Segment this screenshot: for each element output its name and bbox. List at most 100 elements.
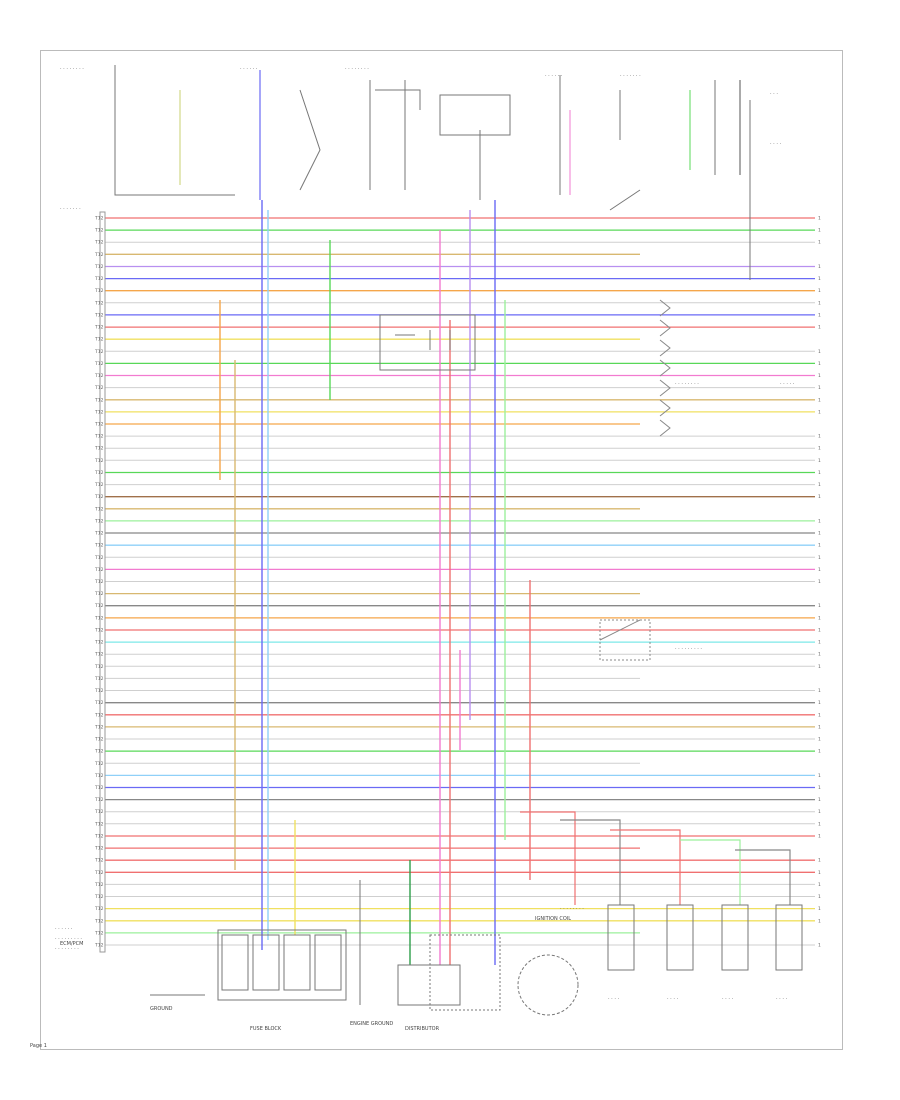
pin-label-right: 1 <box>818 821 821 827</box>
pin-label-right: 1 <box>818 906 821 912</box>
distributor-box <box>397 964 461 1006</box>
pin-label-left: T12 <box>94 482 104 488</box>
svg-text:· · · ·: · · · · <box>776 996 788 1002</box>
pin-label-left: T12 <box>94 724 104 730</box>
pin-label-left: T12 <box>94 870 104 876</box>
pin-label-right: 1 <box>818 737 821 743</box>
pin-label-right: 1 <box>818 567 821 573</box>
svg-text:· · · · · ·: · · · · · · <box>545 73 563 79</box>
pin-label-left: T12 <box>94 422 104 428</box>
fuse-block <box>217 929 347 1001</box>
pin-label-left: T12 <box>94 761 104 767</box>
pin-label-right: 1 <box>818 870 821 876</box>
pin-label-right: 1 <box>818 858 821 864</box>
ignition-coil-label: IGNITION COIL <box>535 916 571 922</box>
pin-label-left: T12 <box>94 337 104 343</box>
pin-label-left: T12 <box>94 918 104 924</box>
pin-label-left: T12 <box>94 821 104 827</box>
svg-text:· · · ·: · · · · <box>770 141 782 147</box>
pin-label-right: 1 <box>818 228 821 234</box>
pin-label-left: T12 <box>94 882 104 888</box>
pin-label-right: 1 <box>818 349 821 355</box>
pin-label-right: 1 <box>818 385 821 391</box>
pin-label-left: T12 <box>94 385 104 391</box>
pin-label-left: T12 <box>94 809 104 815</box>
pin-label-left: T12 <box>94 749 104 755</box>
wire-sensor-feed <box>680 839 741 905</box>
pin-label-right: 1 <box>818 325 821 331</box>
pin-label-left: T12 <box>94 846 104 852</box>
pin-label-right: 1 <box>818 579 821 585</box>
pin-label-right: 1 <box>818 264 821 270</box>
svg-text:· · · · · · · ·: · · · · · · · · <box>560 906 584 912</box>
pin-label-left: T12 <box>94 615 104 621</box>
pin-label-left: T12 <box>94 664 104 670</box>
pin-label-left: T12 <box>94 943 104 949</box>
pin-label-right: 1 <box>818 361 821 367</box>
left-connector-strip <box>99 211 106 953</box>
svg-text:· · · · · · · · ·: · · · · · · · · · <box>675 646 702 652</box>
pin-label-right: 1 <box>818 834 821 840</box>
pin-label-right: 1 <box>818 809 821 815</box>
pin-label-right: 1 <box>818 240 821 246</box>
svg-text:· · · · · · ·: · · · · · · · <box>620 73 641 79</box>
wire-sensor-feed <box>735 849 791 905</box>
pin-label-left: T12 <box>94 555 104 561</box>
pin-label-left: T12 <box>94 264 104 270</box>
svg-text:· · · ·: · · · · <box>722 996 734 1002</box>
wire-sensor-feed <box>520 811 576 905</box>
pin-label-left: T12 <box>94 579 104 585</box>
pin-label-right: 1 <box>818 943 821 949</box>
bottom-components <box>150 880 803 1016</box>
diagram-frame <box>40 50 843 1050</box>
svg-text:· · · ·: · · · · <box>667 996 679 1002</box>
pin-label-left: T12 <box>94 773 104 779</box>
svg-text:· · · · · ·: · · · · · · <box>240 66 258 72</box>
pin-label-right: 1 <box>818 409 821 415</box>
pin-label-right: 1 <box>818 773 821 779</box>
distributor-cap <box>517 954 579 1016</box>
pin-label-left: T12 <box>94 628 104 634</box>
pin-label-left: T12 <box>94 785 104 791</box>
engine-ground-label: ENGINE GROUND <box>350 1021 393 1027</box>
pin-label-left: T12 <box>94 518 104 524</box>
pin-label-right: 1 <box>818 652 821 658</box>
pin-label-left: T12 <box>94 797 104 803</box>
pin-label-left: T12 <box>94 361 104 367</box>
pin-label-left: T12 <box>94 216 104 222</box>
pin-label-left: T12 <box>94 373 104 379</box>
pin-label-left: T12 <box>94 240 104 246</box>
pin-label-right: 1 <box>818 458 821 464</box>
svg-text:· · · · ·: · · · · · <box>780 381 795 387</box>
pin-label-right: 1 <box>818 397 821 403</box>
pin-label-left: T12 <box>94 640 104 646</box>
pin-label-right: 1 <box>818 688 821 694</box>
pin-label-right: 1 <box>818 276 821 282</box>
pin-label-right: 1 <box>818 628 821 634</box>
sensor-1 <box>607 904 635 971</box>
pin-label-right: 1 <box>818 918 821 924</box>
pin-label-left: T12 <box>94 930 104 936</box>
pin-label-left: T12 <box>94 494 104 500</box>
pin-label-right: 1 <box>818 531 821 537</box>
pin-label-right: 1 <box>818 797 821 803</box>
pin-label-right: 1 <box>818 518 821 524</box>
pin-label-left: T12 <box>94 906 104 912</box>
pin-label-left: T12 <box>94 894 104 900</box>
pin-label-left: T12 <box>94 446 104 452</box>
pin-label-left: T12 <box>94 470 104 476</box>
pin-label-left: T12 <box>94 603 104 609</box>
sensor-2 <box>666 904 694 971</box>
pin-label-right: 1 <box>818 300 821 306</box>
svg-text:· · · · · · · ·: · · · · · · · · <box>675 381 699 387</box>
pin-label-right: 1 <box>818 785 821 791</box>
pin-label-left: T12 <box>94 300 104 306</box>
pin-label-right: 1 <box>818 724 821 730</box>
pin-label-right: 1 <box>818 543 821 549</box>
pin-label-left: T12 <box>94 688 104 694</box>
pin-label-left: T12 <box>94 652 104 658</box>
svg-text:· · ·: · · · <box>770 91 778 97</box>
pin-label-left: T12 <box>94 325 104 331</box>
pin-label-left: T12 <box>94 834 104 840</box>
